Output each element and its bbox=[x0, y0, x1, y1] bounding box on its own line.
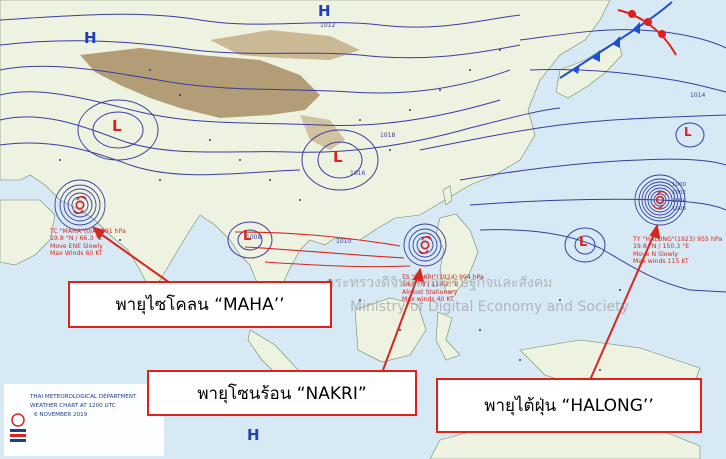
isobar-label: 1008 bbox=[246, 234, 262, 241]
storm-info-line: TC "MAHA"(0/A) 991 hPa bbox=[50, 228, 126, 235]
callout-maha: พายุไซโคลน “MAHA’’ bbox=[68, 281, 332, 328]
agency-title: THAI METEOROLOGICAL DEPARTMENT bbox=[30, 394, 137, 400]
warm-front-semicircles bbox=[628, 10, 666, 38]
storm-info-line: TS "NAKRI"(1924) 994 hPa bbox=[402, 274, 484, 281]
isobar-label: 1018 bbox=[380, 132, 396, 139]
storm-info-line: Move N Slowly bbox=[633, 250, 679, 258]
isobar-label: 1014 bbox=[690, 92, 706, 99]
agency-date: 6 NOVEMBER 2019 bbox=[34, 412, 88, 418]
storm-info-maha: TC "MAHA"(0/A) 991 hPa 19.8 °N / 66.3 °E… bbox=[50, 228, 126, 258]
low-pressure-east: L bbox=[684, 125, 692, 139]
high-pressure-northwest: H bbox=[84, 29, 97, 47]
isobar-label: 1006 bbox=[672, 206, 686, 212]
tmd-logo-block: THAI METEOROLOGICAL DEPARTMENT WEATHER C… bbox=[4, 384, 164, 456]
isobars-north bbox=[0, 13, 726, 293]
land-japan bbox=[555, 39, 623, 99]
tmd-emblem-icon bbox=[10, 413, 26, 442]
land-sulawesi bbox=[435, 311, 461, 361]
isobar-label: 1004 bbox=[672, 198, 686, 204]
watermark-thai: กระทรวงดิจิทัลเพื่อเศรษฐกิจและสังคม bbox=[326, 275, 553, 291]
isobar-label: 1002 bbox=[672, 190, 686, 196]
callout-nakri: พายุโซนร้อน “NAKRI” bbox=[147, 370, 417, 416]
callout-halong-text: พายุไต้ฝุ่น “HALONG’’ bbox=[484, 396, 654, 416]
storm-symbol-maha bbox=[73, 195, 87, 215]
isobars-nakri bbox=[403, 223, 447, 267]
callout-halong: พายุไต้ฝุ่น “HALONG’’ bbox=[436, 378, 702, 433]
callout-nakri-text: พายุโซนร้อน “NAKRI” bbox=[197, 383, 367, 404]
watermark-english: Ministry of Digital Economy and Society bbox=[350, 299, 629, 315]
low-pressure-india: L bbox=[112, 117, 122, 135]
isobar-label: 1000 bbox=[672, 182, 686, 188]
storm-symbol-halong bbox=[653, 190, 667, 210]
high-pressure-north: H bbox=[318, 2, 331, 20]
land-arabia bbox=[0, 199, 56, 266]
storm-info-line: Move ENE Slowly bbox=[50, 242, 103, 250]
low-pressure-thailand: L bbox=[243, 229, 252, 244]
land-borneo bbox=[354, 297, 427, 363]
storm-info-line: Almost Stationary bbox=[402, 288, 458, 296]
storm-info-line: TY "HALONG"(1923) 955 hPa bbox=[633, 236, 723, 243]
low-pressure-china: L bbox=[333, 148, 343, 166]
isobar-label: 1012 bbox=[320, 22, 336, 29]
storm-info-line: Max winds 115 KT bbox=[633, 258, 689, 266]
isobar-label: 1016 bbox=[350, 170, 366, 177]
highland-mongolia bbox=[210, 30, 360, 60]
highland-yunnan bbox=[300, 115, 345, 150]
storm-info-line: 19.8 °N / 150.3 °E bbox=[633, 243, 690, 251]
agency-chart-time: WEATHER CHART AT 1200 UTC bbox=[30, 403, 116, 409]
isobars-halong bbox=[634, 174, 686, 226]
cold-front-teeth bbox=[572, 22, 640, 74]
low-pressure-pacific: L bbox=[579, 235, 588, 250]
isobars-maha bbox=[54, 179, 106, 231]
highland-tibet bbox=[80, 48, 320, 118]
storm-info-line: 14.8 °N / 114.2 °E bbox=[402, 281, 459, 289]
trough-lines bbox=[234, 231, 411, 268]
storm-info-halong: TY "HALONG"(1923) 955 hPa 19.8 °N / 150.… bbox=[633, 236, 722, 266]
isobar-label: 1010 bbox=[336, 238, 352, 245]
station-plots bbox=[59, 49, 641, 421]
high-pressure-south: H bbox=[247, 426, 260, 444]
storm-info-line: Max winds 40 KT bbox=[402, 296, 454, 304]
callout-maha-text: พายุไซโคลน “MAHA’’ bbox=[115, 295, 285, 315]
storm-info-line: 19.8 °N / 66.3 °E bbox=[50, 235, 103, 243]
land-taiwan bbox=[442, 185, 453, 206]
storm-info-nakri: TS "NAKRI"(1924) 994 hPa 14.8 °N / 114.2… bbox=[402, 274, 484, 304]
storm-symbol-nakri bbox=[418, 235, 432, 255]
callout-arrows bbox=[92, 223, 661, 381]
isobars-lows bbox=[77, 99, 705, 263]
storm-info-line: Max Winds 60 KT bbox=[50, 250, 103, 258]
